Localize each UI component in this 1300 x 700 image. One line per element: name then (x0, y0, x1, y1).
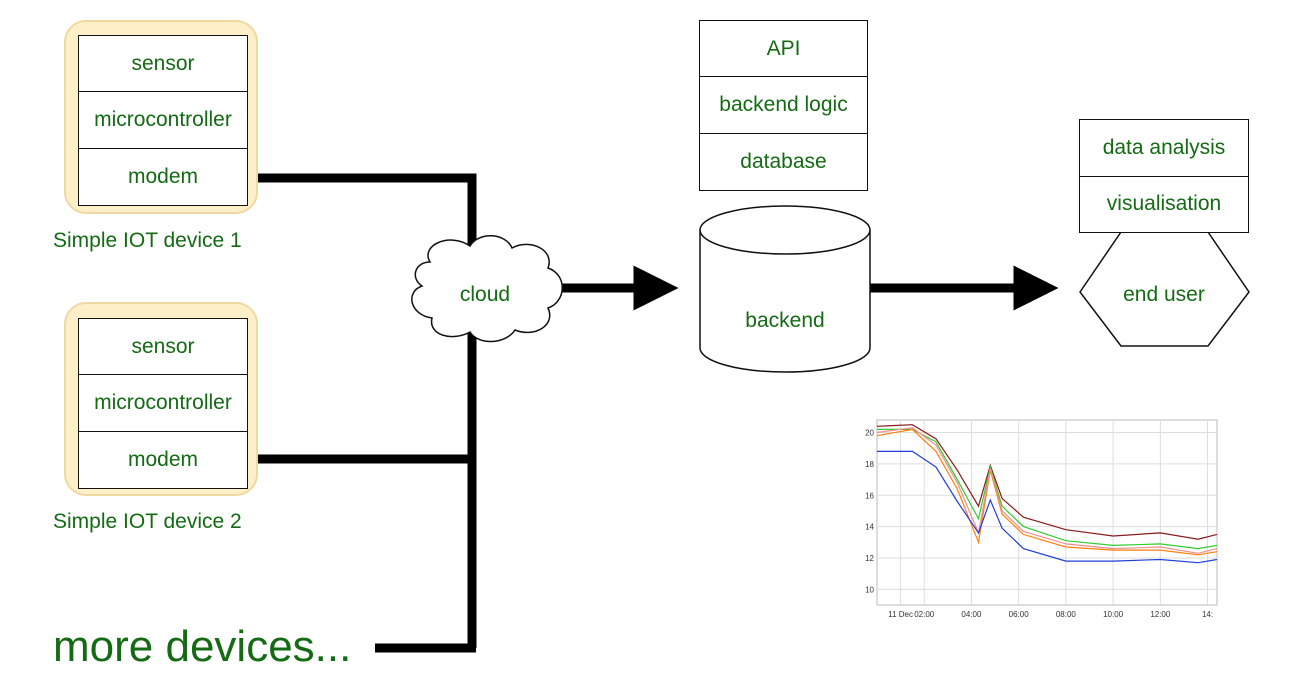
chart-x-tick-label: 08:00 (1056, 610, 1077, 619)
backend-logic-layer: backend logic (700, 77, 867, 134)
chart-y-tick-label: 16 (865, 491, 874, 500)
device1-sensor-layer: sensor (79, 36, 247, 92)
chart-x-tick-label: 10:00 (1103, 610, 1124, 619)
more-devices-label: more devices... (53, 622, 352, 671)
device2-stack: sensor microcontroller modem (78, 318, 248, 489)
chart-y-tick-label: 14 (865, 523, 874, 532)
device1-stack: sensor microcontroller modem (78, 35, 248, 206)
device1-caption: Simple IOT device 1 (53, 229, 242, 252)
cloud-label: cloud (459, 283, 511, 306)
chart-y-tick-label: 20 (865, 429, 874, 438)
chart-x-tick-label: 11 Dec (888, 610, 913, 619)
visualisation-layer: visualisation (1080, 177, 1248, 231)
data-analysis-layer: data analysis (1080, 120, 1248, 177)
device2-modem-layer: modem (79, 432, 247, 487)
device2-sensor-layer: sensor (79, 319, 247, 375)
chart-x-tick-label: 04:00 (961, 610, 982, 619)
backend-cylinder (699, 230, 871, 373)
chart-plot-area (876, 419, 1218, 606)
chart-x-tick-label: 02:00 (914, 610, 935, 619)
chart-y-tick-label: 12 (865, 554, 874, 563)
device1-connector (248, 173, 477, 268)
chart-series-line (876, 424, 1218, 540)
api-layer: API (700, 21, 867, 77)
backend-label: backend (745, 309, 825, 332)
chart-series-line (876, 428, 1218, 556)
device1-microcontroller-layer: microcontroller (79, 92, 247, 149)
device1-modem-layer: modem (79, 149, 247, 204)
end-user-label: end user (1123, 283, 1205, 306)
device2-caption: Simple IOT device 2 (53, 510, 242, 533)
database-layer: database (700, 134, 867, 189)
chart-series-line (876, 427, 1218, 554)
cloud-shape (411, 235, 563, 343)
chart-y-tick-label: 10 (865, 585, 874, 594)
chart-x-tick-label: 14: (1202, 610, 1213, 619)
device2-microcontroller-layer: microcontroller (79, 375, 247, 432)
backend-cylinder-top (699, 205, 871, 255)
chart-y-tick-label: 18 (865, 460, 874, 469)
chart-series-line (877, 428, 1218, 550)
chart-series-line (877, 450, 1218, 564)
chart-x-tick-label: 12:00 (1150, 610, 1171, 619)
end-user-stack: data analysis visualisation (1079, 119, 1249, 233)
backend-stack: API backend logic database (699, 20, 868, 191)
chart-x-tick-label: 06:00 (1009, 610, 1030, 619)
